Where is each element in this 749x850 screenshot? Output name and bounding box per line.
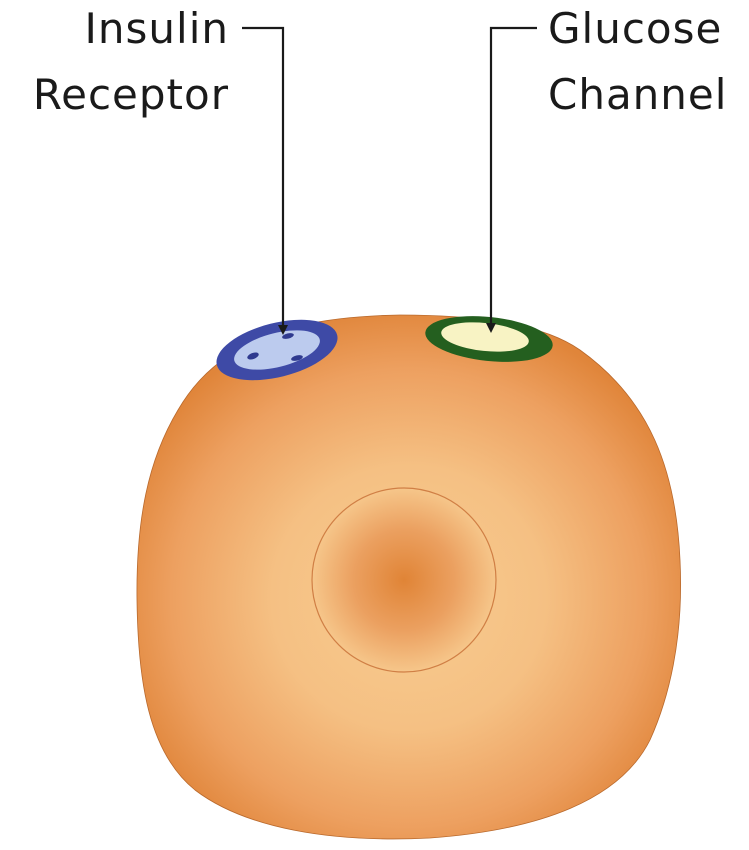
glucose-channel-callout	[491, 28, 537, 328]
insulin-receptor-callout	[242, 28, 283, 330]
insulin-receptor-label-line1: Insulin	[33, 0, 229, 62]
nucleus	[312, 488, 496, 672]
glucose-channel-label-line2: Channel	[548, 62, 727, 128]
insulin-receptor-label-line2: Receptor	[33, 62, 229, 128]
glucose-channel-label-line1: Glucose	[548, 0, 727, 62]
glucose-channel-label: Glucose Channel	[548, 0, 727, 128]
insulin-receptor-label: Insulin Receptor	[33, 0, 229, 128]
